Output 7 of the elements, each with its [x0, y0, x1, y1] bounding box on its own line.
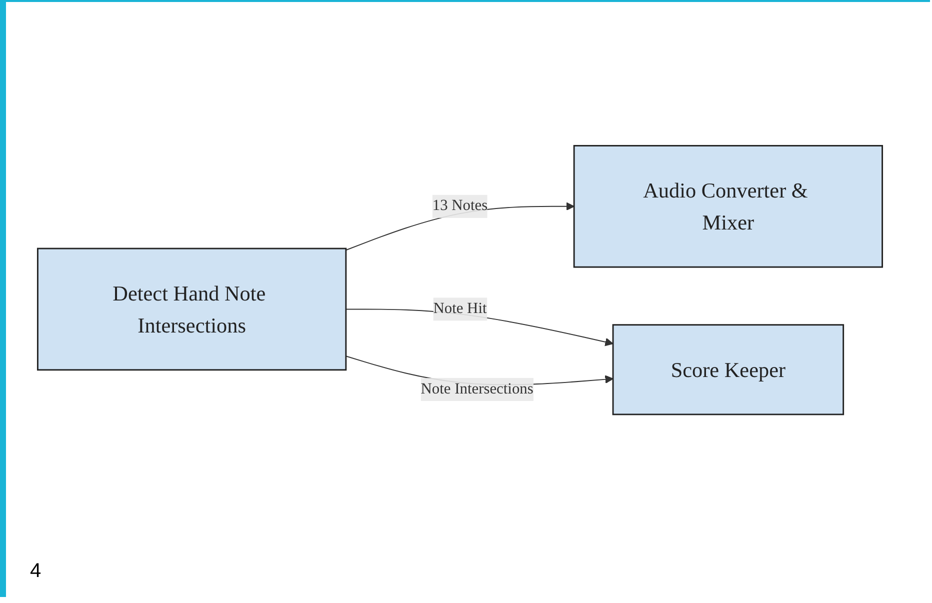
edge-label: Note Hit	[433, 300, 487, 317]
edge-label: 13 Notes	[432, 198, 488, 214]
node-box: Audio Converter & Mixer	[573, 144, 884, 268]
bus-width-label: 4	[30, 560, 42, 582]
node-box: Detect Hand Note Intersections	[36, 248, 347, 371]
node-box: Score Keeper	[612, 324, 844, 416]
edge-label: Note Intersections	[420, 380, 534, 398]
